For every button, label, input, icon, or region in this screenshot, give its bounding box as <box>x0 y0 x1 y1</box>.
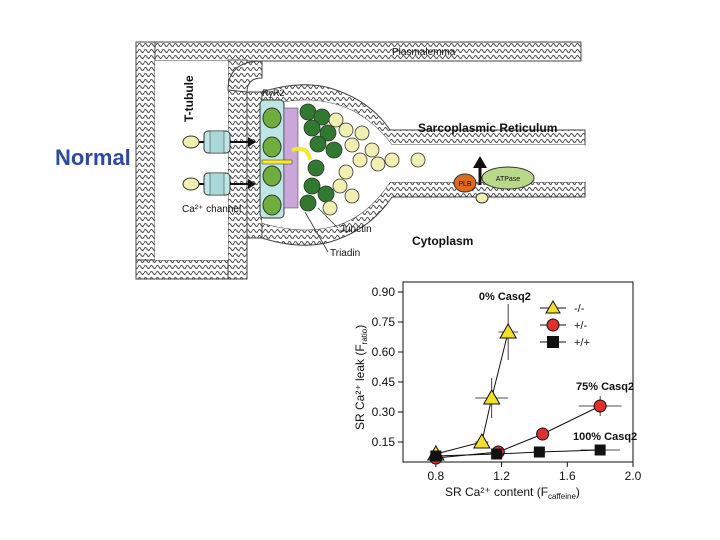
legend-entry-wt: +/+ <box>540 336 590 349</box>
plasmalemma-band <box>135 41 582 62</box>
legend-entry-ko: -/- <box>540 300 585 315</box>
y-tick-label: 0.30 <box>372 405 396 419</box>
t-tubule-lumen <box>155 61 228 260</box>
x-tick-label: 1.6 <box>559 469 576 483</box>
legend-label-ko: -/- <box>574 303 585 315</box>
y-tick-label: 0.45 <box>372 375 396 389</box>
y-tick-label: 0.15 <box>372 435 396 449</box>
x-tick-label: 2.0 <box>625 469 642 483</box>
x-tick-label: 1.2 <box>493 469 510 483</box>
cytoplasm-label: Cytoplasm <box>412 234 473 248</box>
x-tick-label: 0.8 <box>428 469 445 483</box>
ca-channel-label: Ca²⁺ channel <box>182 204 241 215</box>
series-2 <box>430 444 620 462</box>
triadin-pointer <box>304 211 329 253</box>
t-tubule-outer-left <box>135 41 156 280</box>
data-point-square <box>491 448 503 460</box>
triadin-label: Triadin <box>330 248 360 259</box>
leak-vs-content-chart: 0.15 0.30 0.45 0.60 0.75 0.90 0.8 1.2 1.6 2.0 0%… <box>353 281 642 501</box>
junctin-label: Junctin <box>340 224 372 235</box>
data-point-circle <box>593 399 607 413</box>
y-tick-label: 0.60 <box>372 345 396 359</box>
series-0 <box>426 304 518 461</box>
data-point-circle <box>536 427 550 441</box>
y-axis-label: SR Ca²⁺ leak (Fratio) <box>353 325 369 430</box>
y-tick-label: 0.90 <box>372 285 396 299</box>
junctin-pointer <box>317 207 339 229</box>
legend-entry-het: +/- <box>540 318 587 332</box>
l-type-ca-channel-bottom <box>182 172 256 196</box>
ryr2-stack <box>259 99 312 219</box>
t-tubule-inner-right <box>227 59 248 280</box>
plasmalemma-label: Plasmalemma <box>392 47 456 58</box>
data-point-triangle <box>472 432 491 449</box>
slide-heading: Normal <box>55 145 131 170</box>
series-line <box>435 331 509 455</box>
data-point-square <box>533 446 545 458</box>
legend-label-wt: +/+ <box>574 337 590 349</box>
annotation-label: 100% Casq2 <box>573 431 637 443</box>
calsequestrin-cluster <box>299 103 343 212</box>
series-layer <box>426 304 622 465</box>
y-tick-label: 0.75 <box>372 315 396 329</box>
atpase-label: ATPase <box>496 176 520 183</box>
calcium-ions <box>322 112 426 216</box>
t-tubule-label: T-tubule <box>182 75 196 122</box>
series-line <box>435 449 601 457</box>
legend: -/- +/- +/+ <box>540 300 590 349</box>
annotations: 0% Casq2 75% Casq2 100% Casq2 <box>479 291 637 443</box>
l-type-ca-channel-top <box>182 130 256 154</box>
plb-label: PLB <box>458 181 472 188</box>
t-tubule-curve <box>227 60 263 93</box>
legend-label-het: +/- <box>574 320 587 332</box>
data-point-square <box>430 450 442 462</box>
y-axis-ticks: 0.15 0.30 0.45 0.60 0.75 0.90 <box>372 285 403 449</box>
x-axis-label: SR Ca²⁺ content (Fcaffeine) <box>445 485 580 501</box>
plot-frame <box>402 281 634 463</box>
data-point-square <box>594 444 606 456</box>
series-1 <box>429 396 622 465</box>
annotation-label: 75% Casq2 <box>576 381 634 393</box>
sr-label: Sarcoplasmic Reticulum <box>418 121 557 135</box>
data-point-triangle <box>499 322 518 339</box>
muscle-cell-diagram: ATPase PLB Plasmalemma T-tubule RyR2 Sar… <box>135 41 586 280</box>
annotation-label: 0% Casq2 <box>479 291 531 303</box>
x-axis-ticks: 0.8 1.2 1.6 2.0 <box>428 462 642 483</box>
data-point-triangle <box>482 388 501 405</box>
serca-plb-complex: ATPase PLB <box>453 156 535 204</box>
ryr2-label: RyR2 <box>262 88 285 98</box>
